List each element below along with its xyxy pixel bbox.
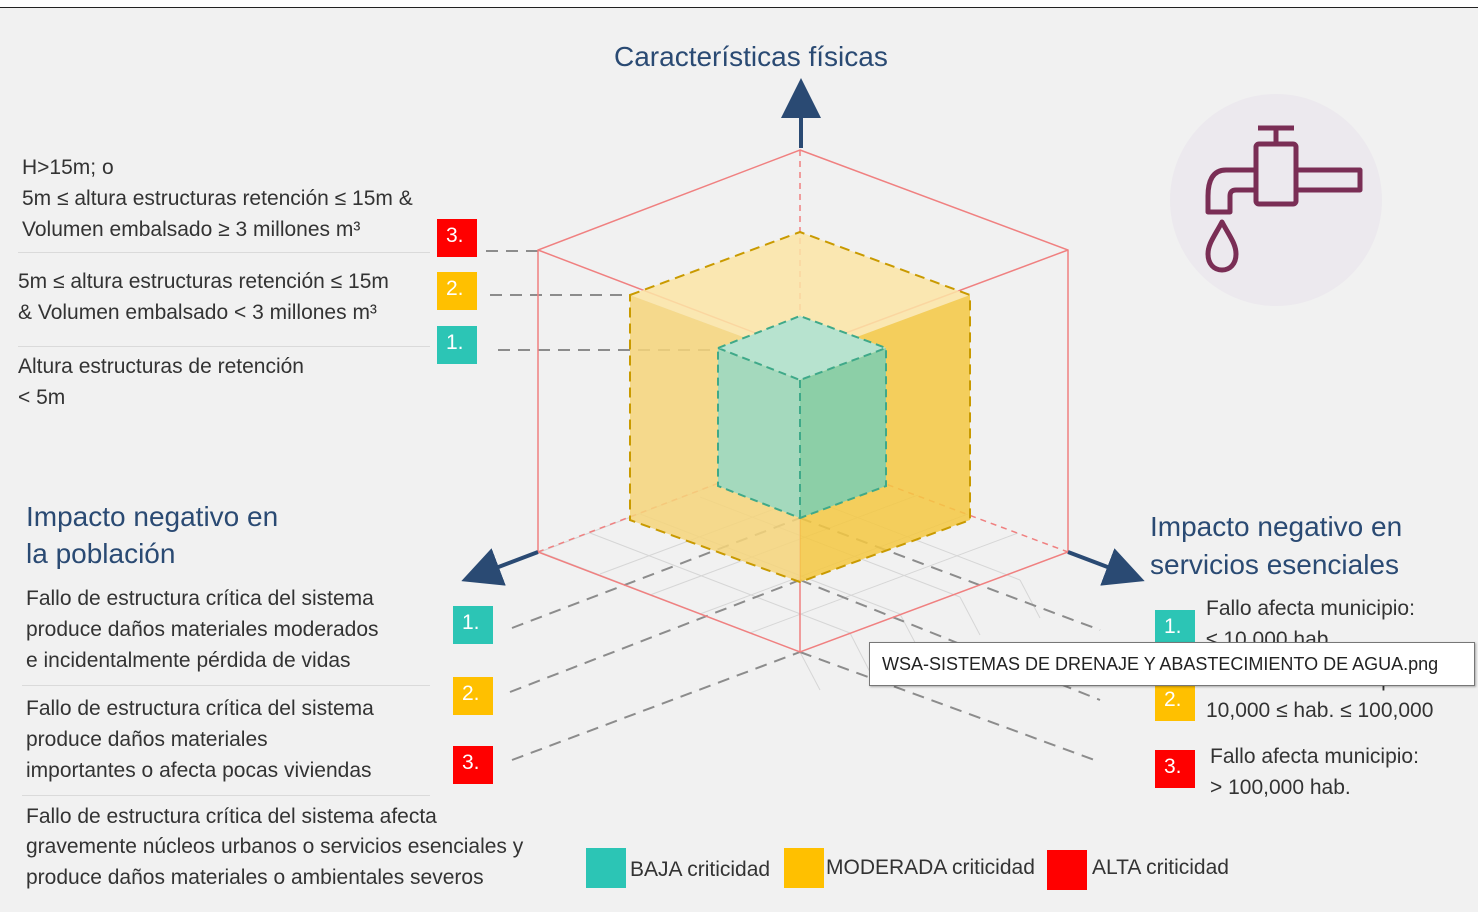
legend-moderada: MODERADA criticidad [826,853,1035,883]
servicios-level1-line1: Fallo afecta municipio: [1206,597,1415,620]
servicios-title-line1: Impacto negativo en [1150,511,1403,542]
legend-swatch-moderada [784,848,824,888]
poblacion-level3-line3: produce daños materiales o ambientales s… [26,866,484,889]
poblacion-level1-line3: e incidentalmente pérdida de vidas [26,649,351,672]
legend-swatch-alta [1047,850,1087,890]
servicios-title-line2: servicios esenciales [1150,549,1399,580]
physical-level3-line1: H>15m; o [22,156,114,179]
poblacion-level1-line1: Fallo de estructura crítica del sistema [26,587,374,610]
badge-baja: 1. [437,326,477,364]
badge-alta: 3. [437,219,477,257]
legend-alta: ALTA criticidad [1092,853,1229,883]
poblacion-level3-line1: Fallo de estructura crítica del sistema … [26,805,437,828]
legend-alta-strong: ALTA [1092,856,1141,879]
poblacion-title-line1: Impacto negativo en [26,501,279,532]
legend-alta-rest: criticidad [1140,856,1229,879]
separator [22,685,430,686]
badge-baja: 1. [1155,610,1195,648]
poblacion-level2-line3: importantes o afecta pocas viviendas [26,759,372,782]
badge-moderada: 2. [453,677,493,715]
separator [18,346,430,347]
legend-baja-rest: criticidad [681,858,771,881]
physical-level1-line2: < 5m [18,386,66,409]
badge-baja: 1. [453,606,493,644]
servicios-level3-line2: > 100,000 hab. [1210,776,1351,799]
badge-alta: 3. [1155,750,1195,788]
axis-title-physical: Características físicas [614,41,888,72]
poblacion-level2-line1: Fallo de estructura crítica del sistema [26,697,374,720]
badge-moderada: 2. [1155,683,1195,721]
filename-tooltip: WSA-SISTEMAS DE DRENAJE Y ABASTECIMIENTO… [869,642,1475,686]
axes [461,78,1145,586]
legend-baja-strong: BAJA [630,858,682,881]
physical-level2-line2: & Volumen embalsado < 3 millones m³ [18,301,377,324]
poblacion-title-line2: la población [26,538,176,569]
top-border [0,0,1478,8]
baja-cube [717,314,887,520]
legend-baja: BAJA criticidad [630,855,770,885]
physical-level2-line1: 5m ≤ altura estructuras retención ≤ 15m [18,270,389,293]
legend-moderada-strong: MODERADA [826,856,947,879]
legend-moderada-rest: criticidad [946,856,1035,879]
water-tap-icon [1170,94,1382,306]
separator [18,252,430,253]
physical-level1-line1: Altura estructuras de retención [18,355,304,378]
servicios-level2-line2: 10,000 ≤ hab. ≤ 100,000 [1206,699,1434,722]
physical-level3-line3: Volumen embalsado ≥ 3 millones m³ [22,218,361,241]
poblacion-level3-line2: gravemente núcleos urbanos o servicios e… [26,835,524,858]
poblacion-level2-line2: produce daños materiales [26,728,268,751]
badge-alta: 3. [453,746,493,784]
separator [22,795,430,796]
physical-level3-line2: 5m ≤ altura estructuras retención ≤ 15m … [22,187,413,210]
servicios-level3-line1: Fallo afecta municipio: [1210,745,1419,768]
badge-moderada: 2. [437,272,477,310]
poblacion-level1-line2: produce daños materiales moderados [26,618,379,641]
legend-swatch-baja [586,848,626,888]
